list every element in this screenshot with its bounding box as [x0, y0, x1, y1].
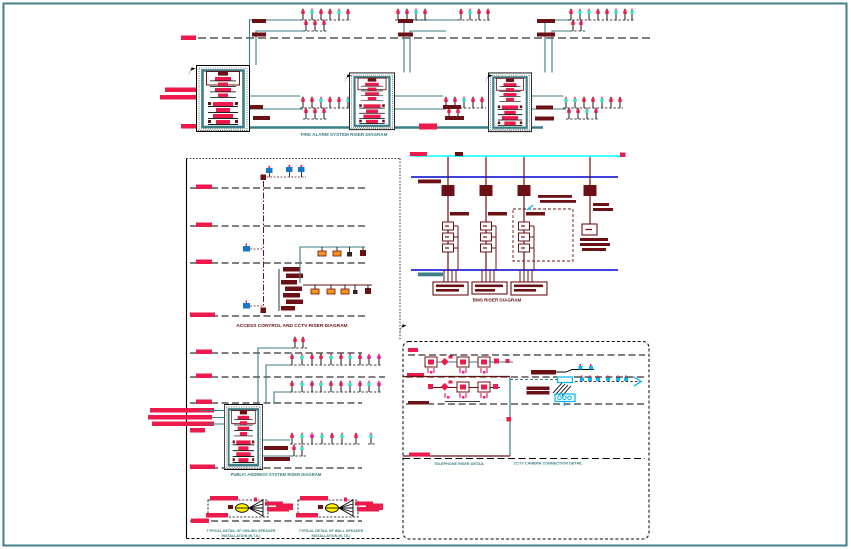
bottom-right-detail-box: TELEPHONE RISER DETAIL CCTV CAMERA CONNE… [399, 321, 650, 540]
pa-cabinet-labels [148, 408, 290, 461]
speaker-detail-2-caption-line2: INSTALLATION (N.T.S.) [312, 534, 352, 538]
bms-riser-diagram: BMS RISER DIAGRAM [410, 152, 626, 303]
top-riser-diagram: FIRE ALARM SYSTEM RISER DIAGRAM [160, 8, 652, 137]
tel-row-2 [403, 375, 510, 402]
bms-panel-boxes [432, 281, 548, 296]
pa-feeder-lines [257, 347, 292, 457]
access-control-cctv-diagram: ACCESS CONTROL AND CCTV RISER DIAGRAM [190, 164, 372, 329]
speaker-detail-1 [205, 495, 294, 518]
access-branch-lower [303, 284, 372, 295]
bottom-left-riser-diagram: PUBLIC ADDRESS SYSTEM RISER DIAGRAM TYPI… [148, 336, 385, 538]
pa-riser-title: PUBLIC ADDRESS SYSTEM RISER DIAGRAM [231, 472, 322, 477]
tel-row-1 [424, 355, 513, 374]
speaker-detail-1-caption-line2: INSTALLATION (N.T.S.) [222, 534, 262, 538]
tv-splitter-cluster [510, 364, 644, 406]
bms-ddc-boundary [512, 208, 574, 262]
bms-tower-1 [442, 157, 470, 283]
access-branch-upper [299, 246, 366, 283]
label-bars-top [247, 19, 555, 121]
bms-tower-2 [480, 157, 508, 283]
bms-title: BMS RISER DIAGRAM [473, 298, 522, 303]
top-riser-title: FIRE ALARM SYSTEM RISER DIAGRAM [301, 132, 388, 137]
bms-leader-note [526, 195, 576, 211]
cabinet-1 [195, 64, 251, 133]
device-row-mid [300, 96, 623, 120]
card-reader [243, 243, 264, 252]
bms-tower-3 [518, 157, 546, 283]
cabinet-3 [487, 71, 533, 133]
pa-device-rows [289, 336, 382, 457]
device-row-top [300, 8, 635, 32]
detail-right-caption-2: CCTV CAMERA CONNECTION DETAIL [514, 462, 584, 466]
camera-icon [298, 164, 305, 177]
cabinet-2 [348, 71, 396, 131]
detail-right-caption-1: TELEPHONE RISER DETAIL [434, 462, 485, 466]
speaker-detail-1-caption-line1: TYPICAL DETAIL OF CEILING SPEAKER [207, 529, 276, 533]
speaker-detail-2-caption-line1: TYPICAL DETAIL OF WALL SPEAKER [299, 529, 364, 533]
camera-icon [286, 164, 293, 177]
card-reader [243, 300, 264, 309]
pa-cabinet [223, 403, 264, 471]
controller-cluster [278, 267, 303, 311]
speaker-detail-2 [295, 495, 384, 518]
tv-outlets [580, 375, 643, 387]
access-control-title: ACCESS CONTROL AND CCTV RISER DIAGRAM [236, 323, 347, 329]
cctv-cameras [260, 164, 306, 180]
left-detail-box [185, 158, 401, 539]
bms-tower-4 [580, 157, 613, 251]
leader-arrow-icon [188, 64, 196, 77]
camera-icon [266, 165, 273, 177]
